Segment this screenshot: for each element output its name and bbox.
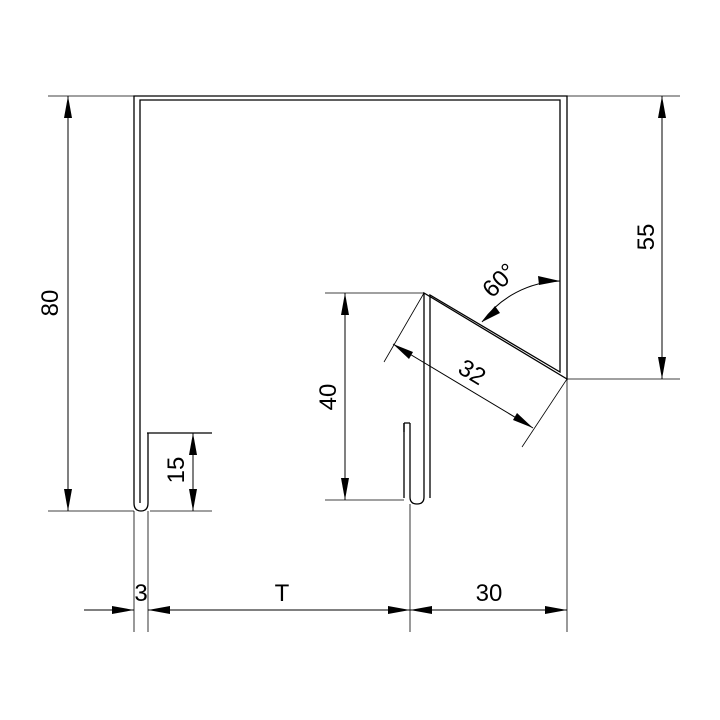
dimension-labels: 80 55 40 15 32 60° 3 T 30 [37, 224, 660, 607]
sheet-profile [133, 95, 568, 512]
dim-label-32: 32 [453, 354, 490, 391]
dim-label-55: 55 [633, 224, 660, 251]
dim-label-80: 80 [37, 290, 64, 317]
dim-label-30: 30 [476, 580, 503, 607]
dimension-lines [64, 96, 666, 614]
inner-profile [139, 99, 561, 503]
outer-profile [133, 95, 568, 512]
dim-label-angle: 60° [477, 258, 522, 303]
dim-label-15: 15 [163, 457, 190, 484]
dim-label-40: 40 [315, 384, 342, 411]
dim-label-t: T [275, 580, 290, 607]
dim-label-3: 3 [134, 580, 147, 607]
extension-lines [48, 95, 680, 632]
